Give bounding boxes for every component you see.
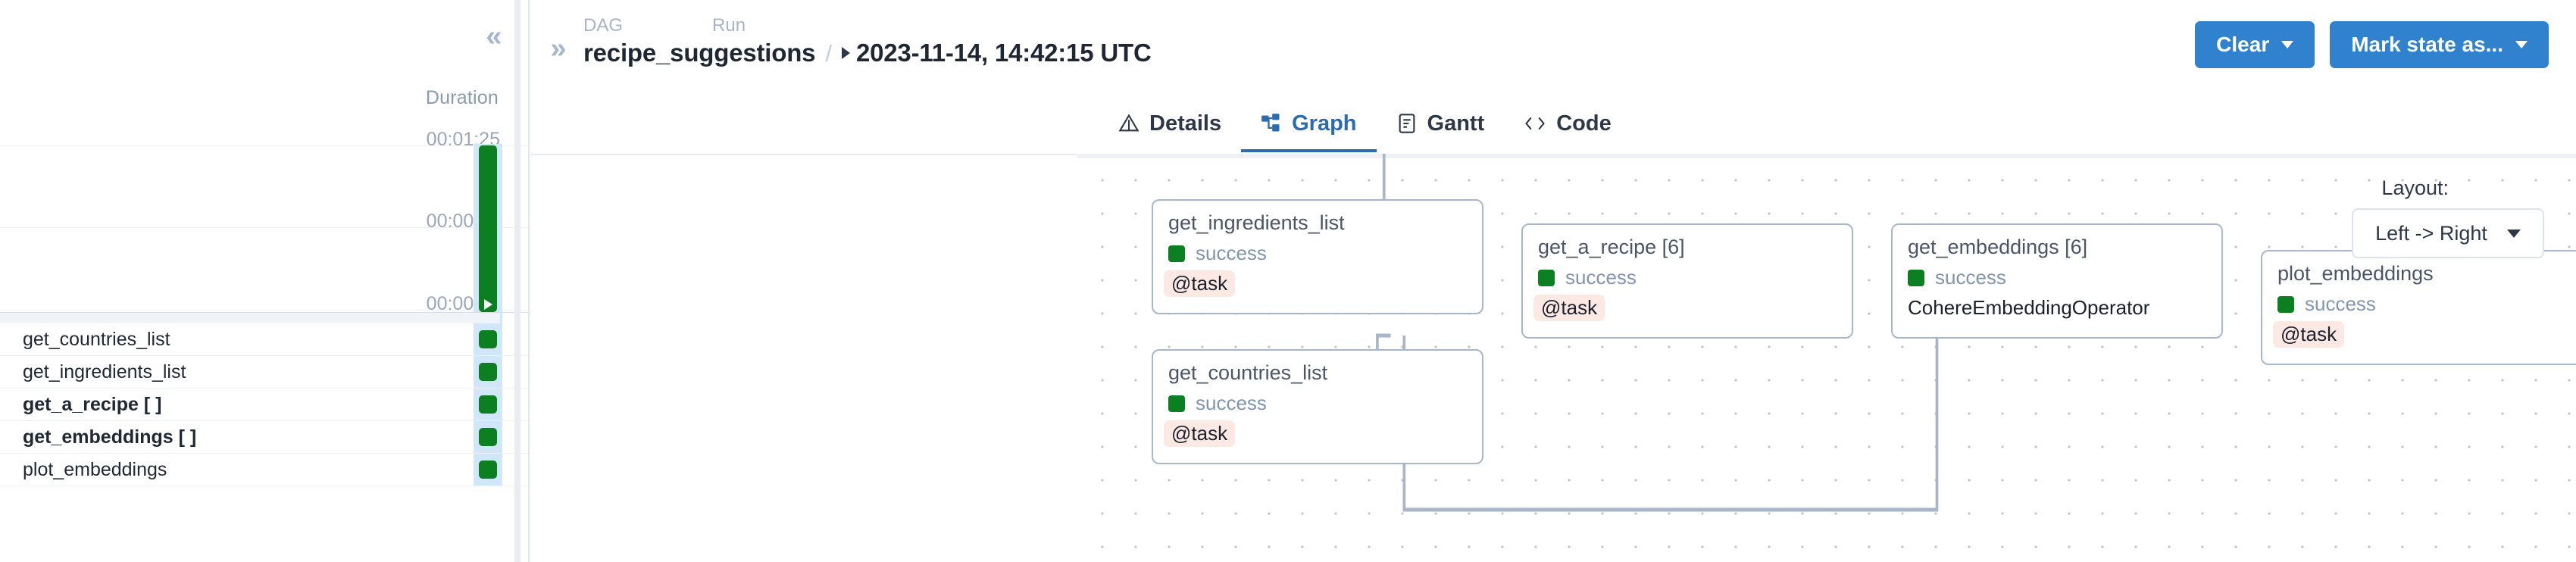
graph-node-title: get_ingredients_list — [1168, 211, 1345, 234]
dag-name-link[interactable]: recipe_suggestions — [583, 39, 816, 67]
status-square-success — [479, 395, 497, 414]
task-row[interactable]: get_countries_list — [0, 323, 530, 356]
grid-panel: « Duration 00:01:25 00:00:42 00:00:00 ge… — [0, 0, 530, 562]
task-instance-cell[interactable] — [474, 323, 502, 355]
triangle-alert-icon — [1118, 113, 1140, 134]
breadcrumb: DAG Run recipe_suggestions / 2023-11-14,… — [583, 17, 1152, 67]
graph-node-state: success — [1168, 392, 1267, 415]
task-row-label: get_a_recipe [ ] — [23, 393, 162, 415]
task-row[interactable]: plot_embeddings — [0, 454, 530, 486]
chevron-down-icon — [2281, 41, 2294, 48]
play-icon — [484, 299, 492, 310]
chevron-down-icon — [2506, 229, 2521, 238]
tab-graph[interactable]: Graph — [1241, 95, 1376, 152]
grid-header-separator — [0, 313, 500, 323]
task-instance-cell[interactable] — [474, 454, 502, 486]
status-square-success — [479, 428, 497, 446]
task-row-label: plot_embeddings — [23, 458, 167, 480]
document-lines-icon — [1396, 113, 1418, 134]
status-square-success — [1908, 269, 1924, 286]
panel-resize-handle[interactable] — [514, 0, 521, 562]
duration-axis-label: Duration — [425, 87, 499, 108]
main-content: » DAG Run recipe_suggestions / 2023-11-1… — [530, 0, 2576, 562]
task-row-label: get_embeddings [ ] — [23, 426, 197, 448]
canvas-top-strip — [1077, 154, 2576, 158]
graph-node-state: success — [1538, 266, 1637, 289]
status-square-success — [1168, 245, 1185, 262]
tab-label: Details — [1149, 111, 1222, 136]
chevron-down-icon — [2515, 41, 2528, 48]
task-row-label: get_countries_list — [23, 328, 170, 350]
chevrons-right-icon[interactable]: » — [550, 33, 567, 64]
edge-bottom-loop — [1402, 317, 1939, 512]
chevrons-left-icon[interactable]: « — [486, 20, 502, 52]
tab-details[interactable]: Details — [1099, 95, 1241, 152]
angle-brackets-icon — [1524, 113, 1546, 134]
mark-state-as-button[interactable]: Mark state as... — [2330, 21, 2549, 68]
header-actions: Clear Mark state as... — [2195, 21, 2549, 68]
layout-select-value: Left -> Right — [2375, 221, 2487, 245]
graph-node-state: success — [1908, 266, 2006, 289]
axis-gridline — [0, 310, 530, 311]
layout-label: Layout: — [2381, 176, 2449, 199]
panel-divider-line — [528, 0, 530, 562]
clear-button-label: Clear — [2216, 33, 2270, 56]
graph-node-title: get_embeddings [6] — [1908, 236, 2088, 258]
tab-code[interactable]: Code — [1504, 95, 1631, 152]
status-square-success — [2277, 295, 2294, 313]
tab-label: Graph — [1292, 111, 1357, 136]
run-duration-bar[interactable] — [479, 145, 497, 312]
task-row[interactable]: get_embeddings [ ] — [0, 421, 530, 454]
header-bar: » DAG Run recipe_suggestions / 2023-11-1… — [530, 0, 2576, 95]
axis-gridline — [0, 145, 530, 146]
breadcrumb-separator: / — [825, 40, 832, 67]
status-square-success — [479, 461, 497, 479]
graph-node-get_a_recipe[interactable]: get_a_recipe [6] success @task — [1521, 223, 1853, 339]
tab-label: Code — [1556, 111, 1612, 136]
tab-gantt[interactable]: Gantt — [1377, 95, 1505, 152]
graph-node-operator: @task — [1533, 295, 1605, 321]
graph-node-operator: @task — [2273, 321, 2345, 348]
graph-node-operator: @task — [1164, 420, 1236, 447]
task-instance-cell[interactable] — [474, 389, 502, 420]
run-name-link[interactable]: 2023-11-14, 14:42:15 UTC — [855, 39, 1152, 67]
task-instance-cell[interactable] — [474, 421, 502, 453]
tab-bar: Details Graph Gantt Code — [530, 95, 2576, 155]
tab-list: Details Graph Gantt Code — [1099, 95, 1631, 152]
tab-label: Gantt — [1427, 111, 1485, 136]
status-square-success — [1538, 269, 1555, 286]
task-row[interactable]: get_a_recipe [ ] — [0, 389, 530, 421]
dag-caption: DAG — [583, 15, 624, 36]
graph-nodes-icon — [1261, 113, 1282, 134]
graph-node-title: plot_embeddings — [2277, 262, 2434, 285]
axis-gridline — [0, 227, 530, 228]
status-square-success — [479, 363, 497, 381]
task-row-label: get_ingredients_list — [23, 361, 186, 382]
run-name-group[interactable]: 2023-11-14, 14:42:15 UTC — [841, 39, 1152, 67]
graph-node-operator: CohereEmbeddingOperator — [1908, 296, 2150, 319]
clear-button[interactable]: Clear — [2195, 21, 2315, 68]
mark-state-button-label: Mark state as... — [2351, 33, 2503, 56]
graph-node-state: success — [1168, 242, 1267, 265]
graph-node-title: get_a_recipe [6] — [1538, 236, 1685, 258]
grid-divider — [0, 312, 530, 313]
run-caption: Run — [712, 15, 746, 36]
play-caret-icon — [841, 47, 850, 59]
task-row[interactable]: get_ingredients_list — [0, 356, 530, 389]
status-square-success — [1168, 395, 1185, 412]
graph-node-operator: @task — [1164, 270, 1236, 297]
layout-select[interactable]: Left -> Right — [2352, 208, 2544, 258]
graph-node-title: get_countries_list — [1168, 361, 1328, 384]
task-instance-cell[interactable] — [474, 356, 502, 388]
graph-node-state: success — [2277, 292, 2376, 316]
status-square-success — [479, 330, 497, 348]
